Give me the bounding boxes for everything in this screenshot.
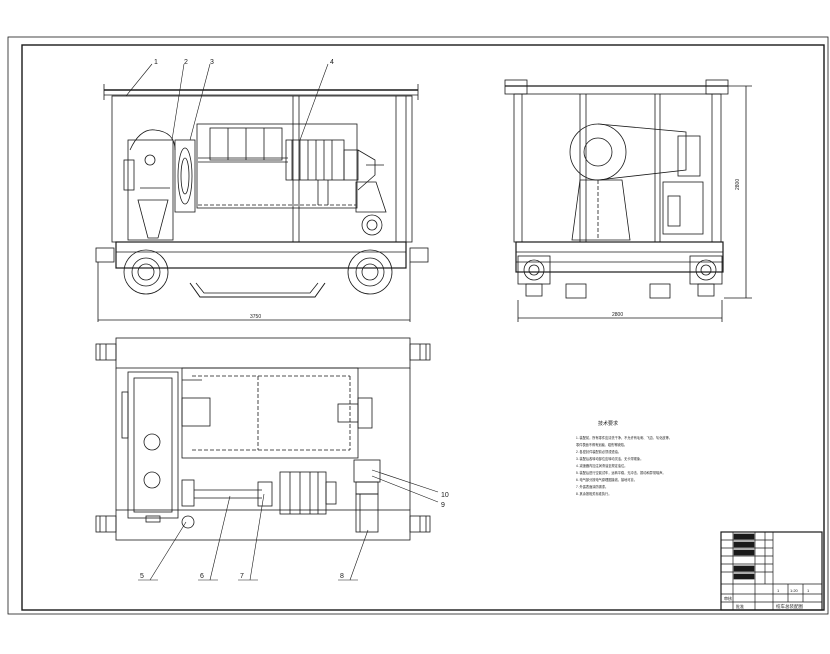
dim-side-height: 2800: [735, 179, 741, 190]
plan-leaders: [138, 469, 439, 581]
callout-7: 7: [240, 573, 244, 580]
notes-title: 技术要求: [598, 420, 618, 427]
callout-1: 1: [154, 59, 158, 66]
dim-front-width: 3750: [250, 314, 261, 320]
note-line: 1. 装配前，所有零件应清洗干净，不允许有毛刺、飞边、氧化皮等。: [576, 435, 672, 440]
side-drum: [569, 123, 687, 241]
plan-view: [95, 337, 439, 581]
side-view: [504, 79, 752, 322]
side-wheel-left: [517, 255, 551, 297]
side-dimensions: 2800 2800: [612, 179, 741, 318]
side-wheel-right: [689, 255, 723, 297]
plan-wheels: [95, 343, 431, 533]
plan-callouts: 5 6 7 8 10 9: [140, 492, 449, 580]
wheel-left: [123, 249, 169, 295]
title-block-text: 绞车总装配图 1:20 1 1 审核 批准: [724, 588, 810, 610]
scale-value: 1:20: [790, 588, 799, 593]
callout-2: 2: [184, 59, 188, 66]
sheet-frame: [7, 36, 829, 615]
label-approve: 批准: [736, 603, 744, 609]
quantity-value: 1: [777, 588, 780, 593]
plan-drive-train: [181, 459, 381, 533]
note-line: 7. 外露表面涂防锈漆。: [576, 484, 608, 489]
brake-coupling: [174, 139, 196, 213]
callout-3: 3: [210, 59, 214, 66]
carriage-base: [95, 241, 429, 322]
wheel-right: [347, 249, 393, 295]
plan-drum: [181, 367, 373, 459]
note-line: 5. 装配后进行空载试车，运转平稳，无冲击、振动和异常噪声。: [576, 470, 666, 475]
note-line: 4. 减速器内加注润滑油至规定油位。: [576, 463, 627, 468]
label-review: 审核: [724, 595, 732, 601]
note-line: 2. 各密封件装配前必须浸透油。: [576, 449, 621, 454]
front-callouts: 1 2 3 4 3750: [154, 59, 334, 320]
callout-5: 5: [140, 573, 144, 580]
drawing-title: 绞车总装配图: [776, 603, 803, 610]
winding-drum: [196, 123, 358, 209]
note-line: 3. 装配后各转动部位应转动灵活，无卡滞现象。: [576, 456, 643, 461]
sheet-value: 1: [807, 588, 810, 593]
worm-gear-drive: [355, 149, 387, 236]
front-view-leaders: [125, 63, 329, 141]
title-block: [720, 531, 823, 611]
electric-motor: [285, 139, 359, 205]
plan-gearbox: [121, 371, 179, 523]
callout-8: 8: [340, 573, 344, 580]
side-motor: [662, 135, 704, 235]
callout-4: 4: [330, 59, 334, 66]
callout-6: 6: [200, 573, 204, 580]
dim-side-width: 2800: [612, 312, 623, 318]
note-line: 零件表面不得有划痕、碰伤等缺陷。: [576, 442, 627, 447]
technical-notes: 技术要求 1. 装配前，所有零件应清洗干净，不允许有毛刺、飞边、氧化皮等。 零件…: [576, 420, 672, 496]
note-line: 6. 电气部分按电气原理图接线，接地可靠。: [576, 477, 637, 482]
callout-10: 10: [441, 492, 449, 499]
front-view: [95, 63, 429, 322]
gear-reducer: [123, 129, 176, 241]
note-line: 8. 其余按相关标准执行。: [576, 491, 611, 496]
callout-9: 9: [441, 502, 445, 509]
